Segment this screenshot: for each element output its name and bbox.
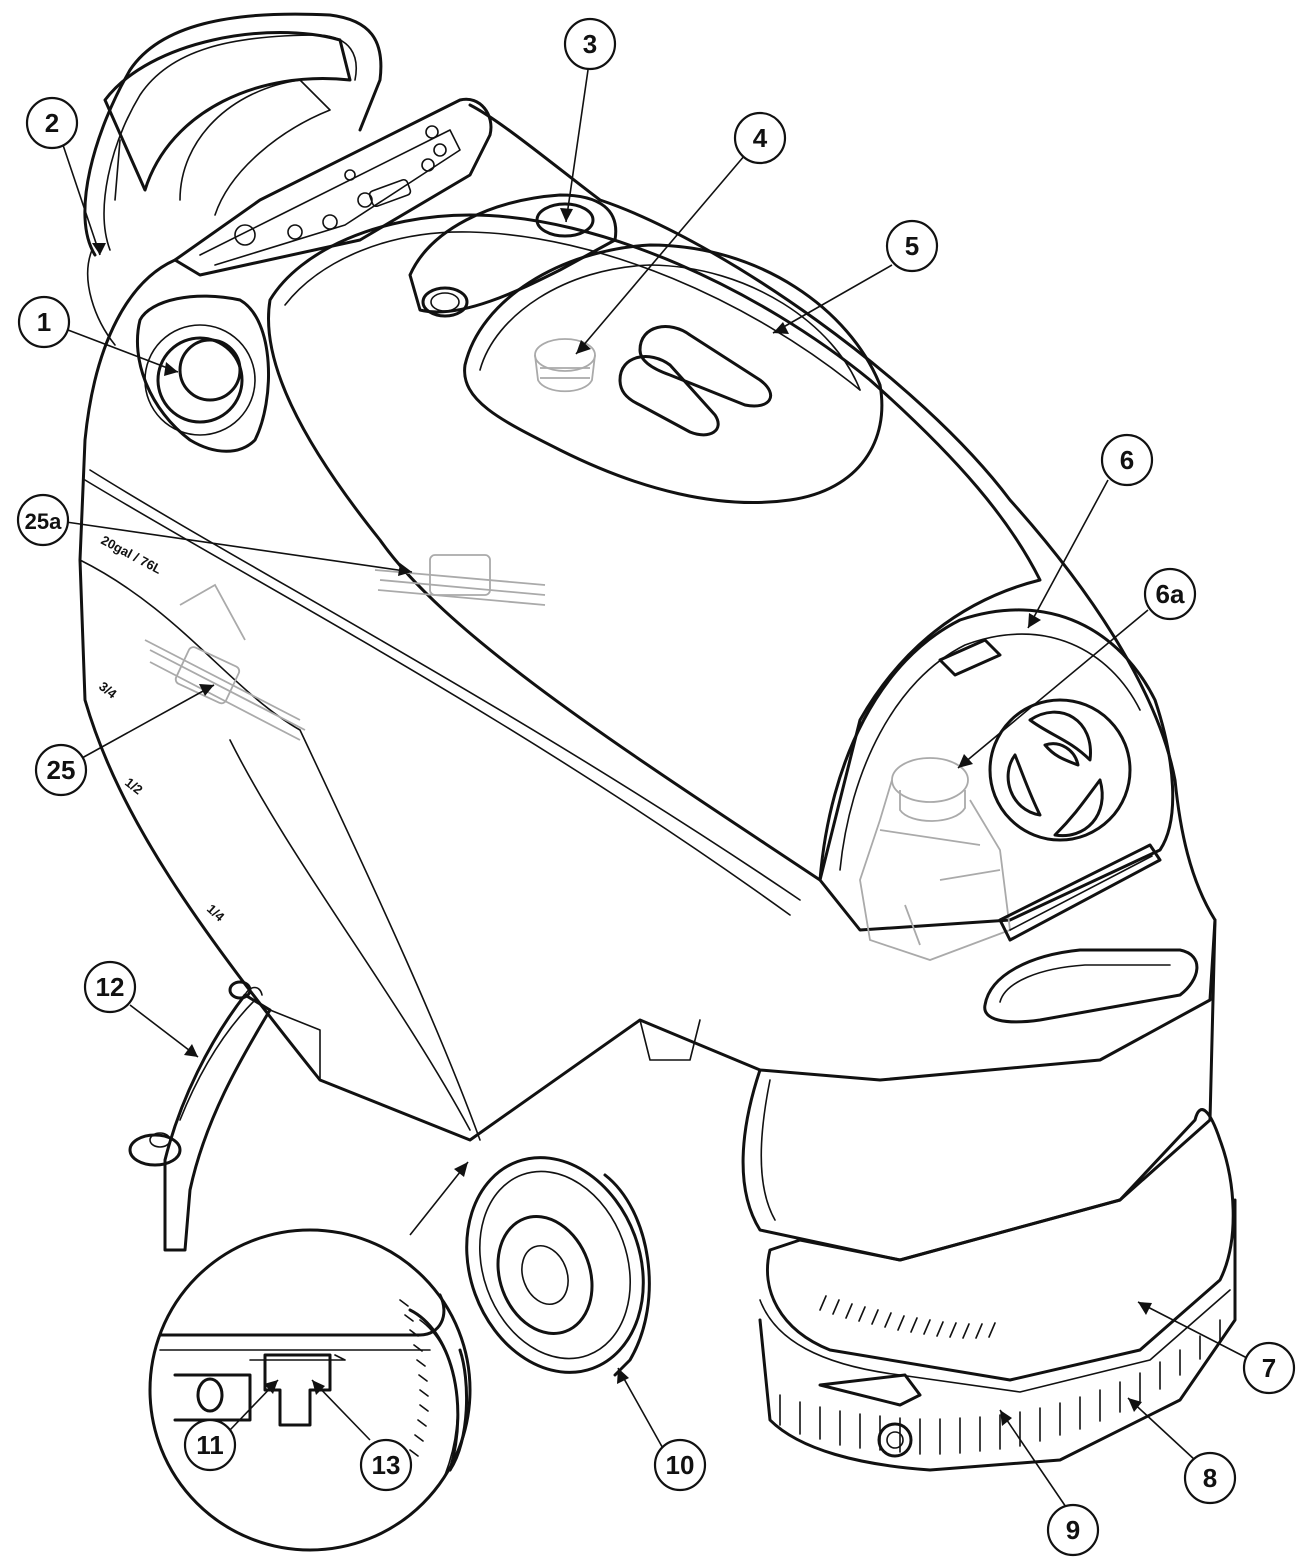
callout-2: 2 xyxy=(25,96,79,150)
machine-body: 20gal / 76L 3/4 1/2 1/4 xyxy=(78,12,1237,1472)
svg-text:25a: 25a xyxy=(25,509,62,534)
ignition-knob xyxy=(135,294,270,453)
callout-13: 13 xyxy=(359,1438,413,1492)
recovery-tank-cover xyxy=(267,213,1042,882)
callout-7: 7 xyxy=(1242,1341,1296,1395)
callout-6a: 6a xyxy=(1143,567,1197,621)
callout-4: 4 xyxy=(733,111,787,165)
tank-lid xyxy=(463,243,884,505)
ghost-cap xyxy=(534,338,596,393)
handle xyxy=(83,12,383,257)
svg-text:2: 2 xyxy=(45,108,59,138)
callout-11: 11 xyxy=(183,1418,237,1472)
callout-12: 12 xyxy=(83,960,137,1014)
brush-skirt xyxy=(758,1198,1237,1472)
callout-3: 3 xyxy=(563,17,617,71)
rear-wheel xyxy=(465,1156,651,1377)
callout-6: 6 xyxy=(1100,433,1154,487)
svg-text:10: 10 xyxy=(666,1450,695,1480)
svg-text:5: 5 xyxy=(905,231,919,261)
svg-text:6a: 6a xyxy=(1156,579,1185,609)
svg-text:13: 13 xyxy=(372,1450,401,1480)
svg-text:25: 25 xyxy=(47,755,76,785)
upper-body xyxy=(78,103,1217,1142)
svg-text:9: 9 xyxy=(1066,1515,1080,1545)
callout-5: 5 xyxy=(885,219,939,273)
svg-text:11: 11 xyxy=(196,1430,224,1460)
lower-body xyxy=(741,918,1217,1262)
tank-three-quarter-mark: 3/4 xyxy=(96,679,120,702)
vacuum-cover xyxy=(818,608,1175,932)
leader-lines xyxy=(62,69,1248,1511)
tank-quarter-mark: 1/4 xyxy=(204,901,228,925)
callout-8: 8 xyxy=(1183,1451,1237,1505)
svg-text:7: 7 xyxy=(1262,1353,1276,1383)
callout-1: 1 xyxy=(17,295,71,349)
brush-bristles xyxy=(779,1319,1221,1455)
callout-9: 9 xyxy=(1046,1503,1100,1557)
callout-25a: 25a xyxy=(16,493,70,547)
fill-opening xyxy=(408,193,618,314)
svg-text:4: 4 xyxy=(753,123,768,153)
svg-text:12: 12 xyxy=(96,972,125,1002)
svg-text:1: 1 xyxy=(37,307,51,337)
callout-10: 10 xyxy=(653,1438,707,1492)
deck-vents xyxy=(819,1295,996,1339)
svg-text:6: 6 xyxy=(1120,445,1134,475)
tank-half-mark: 1/2 xyxy=(122,775,145,798)
svg-text:8: 8 xyxy=(1203,1463,1217,1493)
callout-25: 25 xyxy=(34,743,88,797)
ghost-filter xyxy=(859,757,1011,961)
tank-capacity-mark: 20gal / 76L xyxy=(99,532,165,576)
brush-deck xyxy=(766,1108,1235,1382)
svg-text:3: 3 xyxy=(583,29,597,59)
squeegee-assembly xyxy=(128,980,321,1252)
detail-inset xyxy=(148,1228,472,1552)
control-panel xyxy=(173,97,493,277)
fan-icon xyxy=(988,698,1132,842)
